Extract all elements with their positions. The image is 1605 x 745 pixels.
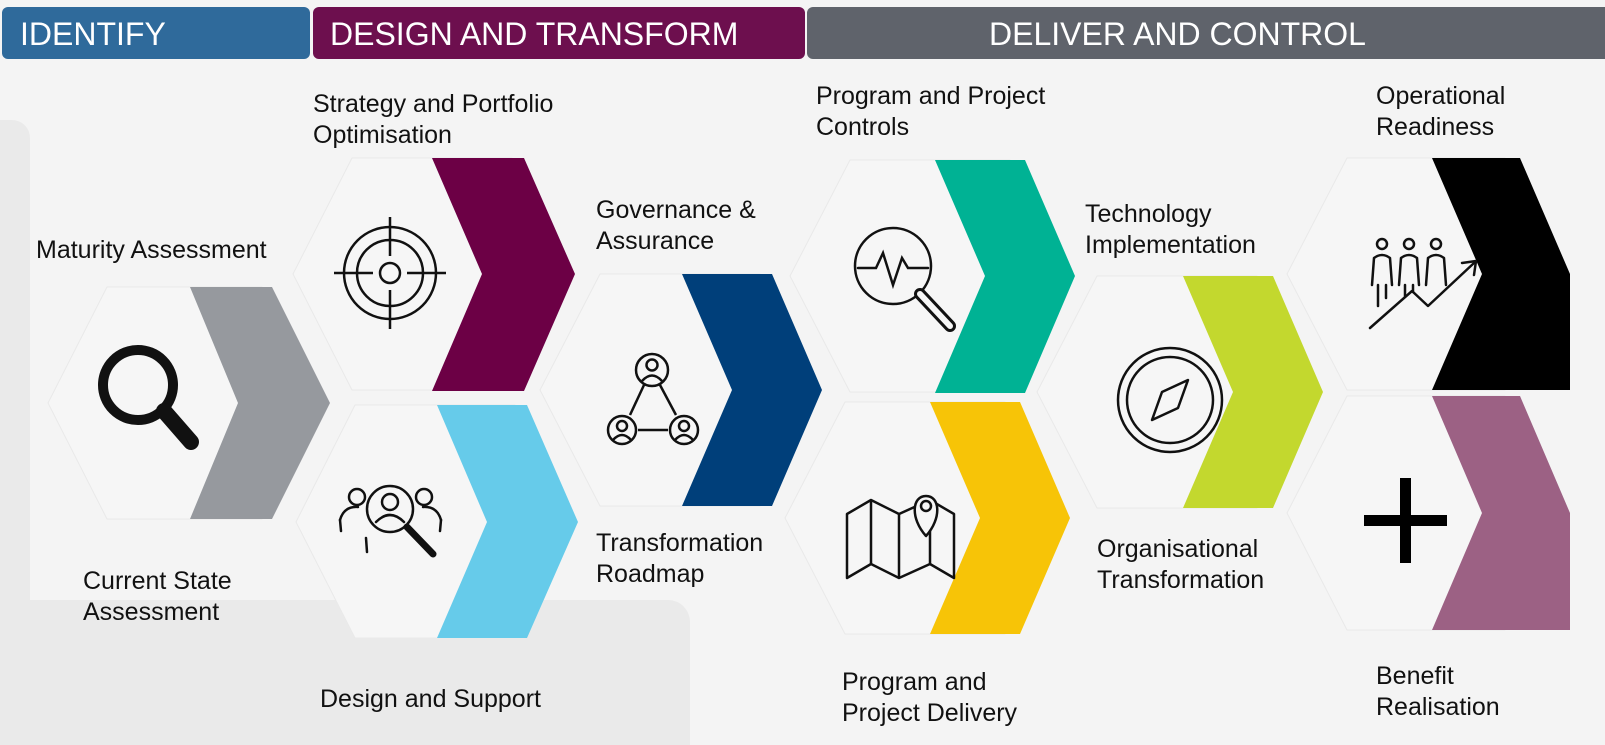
label-current-state-line1: Current State	[83, 567, 232, 595]
label-strategy-line1: Strategy and Portfolio	[313, 90, 554, 118]
people-search-icon	[338, 484, 443, 558]
label-benefit-line1: Benefit	[1376, 662, 1454, 690]
label-maturity-assessment: Maturity Assessment	[36, 236, 267, 264]
network-people-icon	[606, 352, 700, 446]
label-program-project-delivery: Program and Project Delivery	[842, 667, 1017, 729]
people-growth-icon	[1368, 237, 1478, 330]
chevron-benefit	[1432, 396, 1570, 630]
compass-icon	[1116, 346, 1224, 454]
label-roadmap-line2: Roadmap	[596, 560, 705, 588]
label-benefit-realisation: Benefit Realisation	[1376, 661, 1500, 723]
header-identify: IDENTIFY	[2, 7, 310, 59]
chevron-technology	[1183, 276, 1323, 508]
label-current-state-line2: Assessment	[83, 598, 220, 626]
label-program-project-controls: Program and Project Controls	[816, 81, 1045, 143]
label-design-support: Design and Support	[320, 685, 541, 713]
chevron-delivery	[930, 402, 1070, 634]
target-icon	[334, 217, 446, 329]
label-operational-readiness: Operational Readiness	[1376, 81, 1505, 143]
label-operational-line2: Readiness	[1376, 113, 1495, 141]
label-delivery-line1: Program and	[842, 668, 987, 696]
label-delivery-line2: Project Delivery	[842, 699, 1018, 727]
map-pin-icon	[845, 494, 956, 580]
label-benefit-line2: Realisation	[1376, 693, 1500, 721]
label-organisational-transformation: Organisational Transformation	[1097, 534, 1264, 596]
chevron-governance	[682, 274, 822, 506]
label-controls-line1: Program and Project	[816, 82, 1046, 110]
label-strategy-portfolio: Strategy and Portfolio Optimisation	[313, 89, 553, 151]
plus-icon	[1364, 478, 1447, 563]
chevron-maturity	[190, 287, 330, 519]
label-governance-line1: Governance &	[596, 196, 756, 224]
label-operational-line1: Operational	[1376, 82, 1506, 110]
label-roadmap-line1: Transformation	[596, 529, 764, 557]
header-design-transform: DESIGN AND TRANSFORM	[313, 7, 805, 59]
chevron-design	[437, 405, 578, 638]
pulse-search-icon	[853, 226, 956, 332]
label-governance-assurance: Governance & Assurance	[596, 195, 756, 257]
label-technology-line1: Technology	[1085, 200, 1212, 228]
label-current-state-assessment: Current State Assessment	[83, 566, 232, 628]
label-controls-line2: Controls	[816, 113, 910, 141]
chevron-operational	[1432, 158, 1570, 390]
label-strategy-line2: Optimisation	[313, 121, 452, 149]
background-panel-bottom	[0, 600, 690, 745]
label-org-line1: Organisational	[1097, 535, 1259, 563]
header-deliver-control: DELIVER AND CONTROL	[807, 7, 1605, 59]
label-governance-line2: Assurance	[596, 227, 715, 255]
label-transformation-roadmap: Transformation Roadmap	[596, 528, 763, 590]
label-technology-implementation: Technology Implementation	[1085, 199, 1256, 261]
chevron-strategy	[432, 158, 575, 391]
magnifier-icon	[98, 345, 199, 450]
label-technology-line2: Implementation	[1085, 231, 1256, 259]
chevron-controls	[935, 160, 1075, 393]
label-org-line2: Transformation	[1097, 566, 1265, 594]
